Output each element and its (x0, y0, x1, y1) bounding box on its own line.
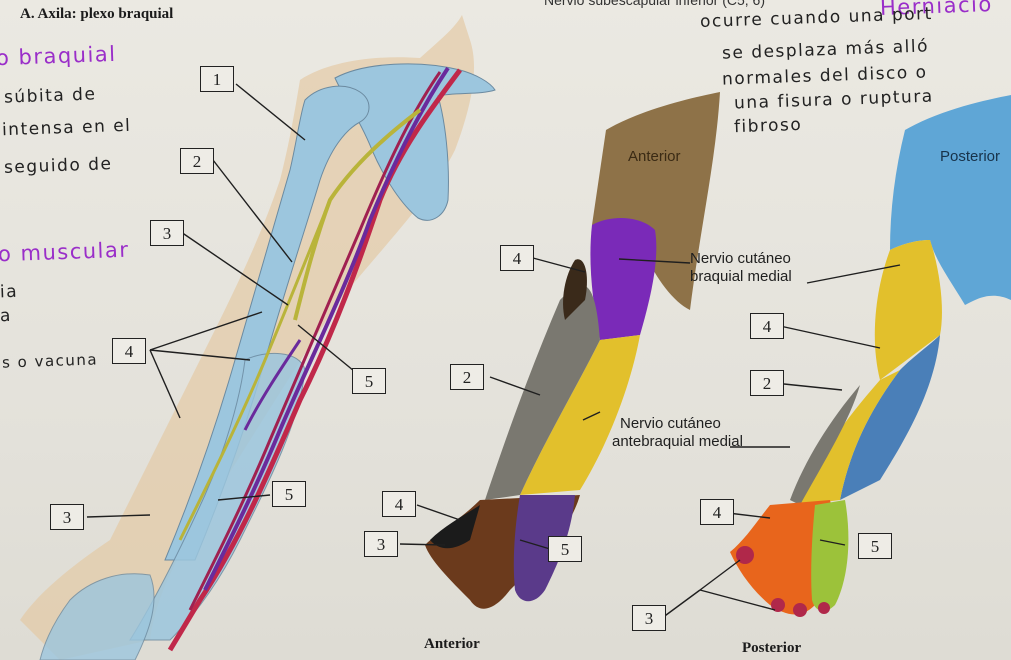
callout-number-box: 4 (750, 313, 784, 339)
callout-number-box: 2 (450, 364, 484, 390)
brachial-plexus-arm-illustration (20, 15, 495, 660)
callout-number-box: 4 (112, 338, 146, 364)
callout-number-box: 4 (500, 245, 534, 271)
posterior-fingertip-red (793, 603, 807, 617)
nervio-braquial-label-2: braquial medial (690, 268, 792, 285)
callout-number-box: 5 (548, 536, 582, 562)
nervio-antebraquial-label-2: antebraquial medial (612, 433, 743, 450)
callout-number-box: 5 (858, 533, 892, 559)
callout-number-box: 2 (750, 370, 784, 396)
callout-number-box: 5 (272, 481, 306, 507)
callout-number-box: 3 (150, 220, 184, 246)
callout-number-box: 4 (382, 491, 416, 517)
callout-number-box: 2 (180, 148, 214, 174)
callout-number-box: 5 (352, 368, 386, 394)
caption-anterior: Anterior (424, 636, 480, 653)
caption-posterior: Posterior (742, 640, 801, 657)
posterior-hand-green (811, 500, 848, 611)
posterior-region-label: Posterior (940, 148, 1000, 165)
callout-number-box: 4 (700, 499, 734, 525)
callout-number-box: 3 (50, 504, 84, 530)
anterior-region-label: Anterior (628, 148, 681, 165)
posterior-fingertip-red (818, 602, 830, 614)
callout-number-box: 1 (200, 66, 234, 92)
anterior-purple-region (590, 218, 656, 340)
nervio-braquial-label-1: Nervio cutáneo (690, 250, 791, 267)
anterior-arm-illustration (425, 92, 720, 609)
nervio-antebraquial-label-1: Nervio cutáneo (620, 415, 721, 432)
callout-number-box: 3 (632, 605, 666, 631)
callout-number-box: 3 (364, 531, 398, 557)
